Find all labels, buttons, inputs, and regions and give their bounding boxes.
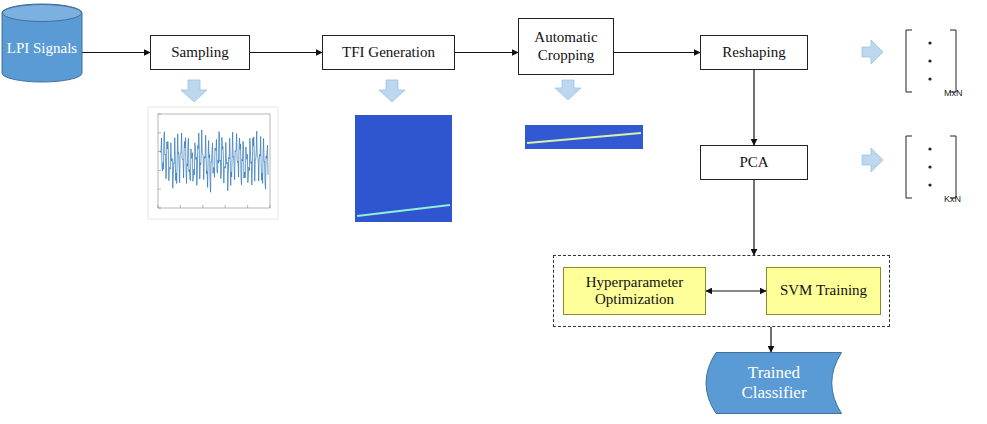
output-shape: Trained Classifier — [700, 352, 842, 414]
matrix-dot — [928, 165, 931, 168]
process-box: Hyperparameter Optimization — [563, 267, 706, 315]
process-box: TFI Generation — [322, 35, 455, 70]
signal-plot-frame — [148, 107, 278, 219]
process-box: Sampling — [150, 35, 250, 70]
right-arrow — [862, 148, 883, 172]
flow-arrow — [753, 70, 754, 145]
plot-ticks — [158, 114, 270, 208]
flow-arrow — [770, 327, 771, 352]
flow-arrow — [82, 52, 150, 53]
signal-plot-axes — [158, 114, 270, 208]
matrix-dot — [928, 77, 931, 80]
training-group: Hyperparameter Optimization SVM Training — [553, 255, 890, 327]
node-label: Reshaping — [722, 44, 785, 61]
tfi-image-shade — [355, 115, 452, 222]
matrix-size: MxN — [944, 88, 963, 98]
flow-arrow — [706, 290, 766, 291]
process-box: PCA — [700, 145, 808, 180]
tfi-chirp-line — [357, 205, 450, 216]
cropped-image — [525, 125, 643, 149]
process-box: Automatic Cropping — [518, 18, 614, 75]
down-arrow — [379, 80, 405, 102]
process-box: SVM Training — [766, 267, 881, 315]
flow-arrow — [753, 180, 754, 255]
matrix-size: KxN — [944, 194, 961, 204]
right-arrow — [862, 40, 883, 64]
data-cylinder: LPI Signals — [2, 4, 82, 82]
matrix-bracket — [906, 30, 956, 92]
tfi-image — [355, 115, 452, 222]
flow-arrow — [455, 52, 518, 53]
flow-arrow — [614, 52, 700, 53]
node-label: PCA — [739, 154, 768, 171]
flow-arrow — [250, 52, 322, 53]
down-arrow — [181, 80, 207, 102]
node-label: Trained Classifier — [724, 363, 824, 402]
node-label: SVM Training — [780, 282, 867, 299]
down-arrow — [555, 80, 581, 100]
signal-waveform — [160, 130, 268, 192]
node-label: LPI Signals — [7, 40, 77, 57]
cropped-chirp-line — [527, 133, 641, 143]
node-label: Sampling — [171, 44, 229, 61]
matrix-dot — [928, 183, 931, 186]
matrix-bracket — [906, 136, 956, 198]
matrix-dot — [928, 59, 931, 62]
matrix-dot — [928, 41, 931, 44]
process-box: Reshaping — [700, 35, 808, 70]
node-label: Automatic Cropping — [525, 29, 607, 64]
node-label: TFI Generation — [342, 44, 435, 61]
node-label: Hyperparameter Optimization — [570, 274, 699, 309]
matrix-dot — [928, 147, 931, 150]
